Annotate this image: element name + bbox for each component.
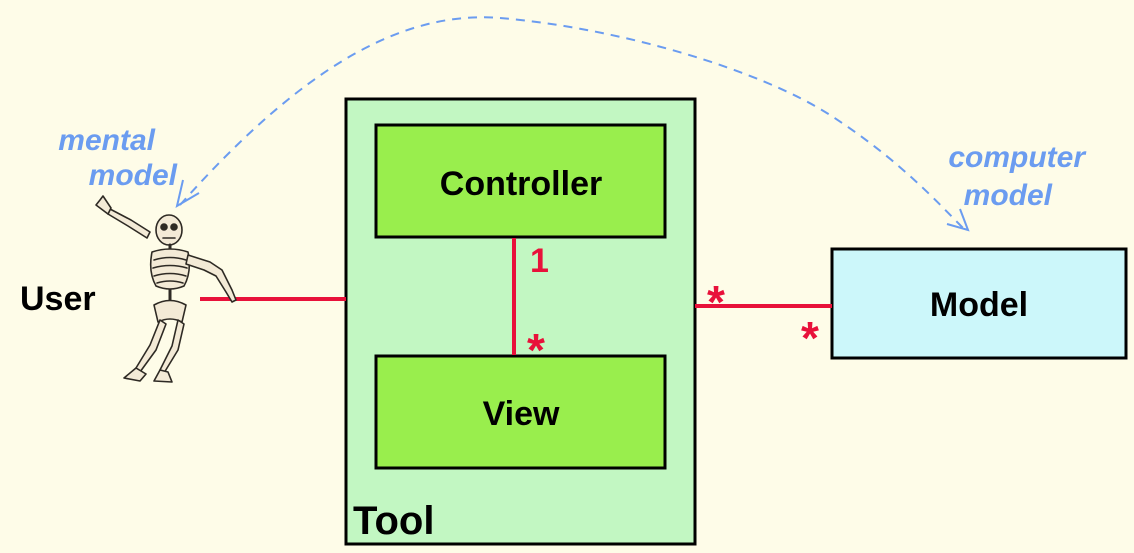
user-label: User [20, 280, 96, 318]
view-label: View [483, 395, 560, 433]
computer-model-label-line2: model [964, 179, 1053, 212]
model-label: Model [930, 286, 1028, 324]
model-box [830, 247, 1128, 360]
controller-label: Controller [440, 165, 602, 203]
tool-multiplicity: * [707, 276, 725, 328]
model-multiplicity: * [801, 312, 819, 364]
mental-model-label-line1: mental [58, 124, 155, 157]
controller-box [374, 123, 667, 239]
view-box [374, 354, 667, 470]
controller-multiplicity: 1 [530, 242, 549, 280]
tool-label: Tool [353, 499, 434, 543]
skeleton-icon [95, 195, 237, 383]
arc-arrowhead-left [175, 179, 200, 209]
computer-model-label-line1: computer [948, 141, 1087, 174]
mental-model-label-line2: model [89, 159, 178, 192]
mental-computer-arc [179, 16, 966, 231]
arc-arrowhead-right [946, 208, 970, 232]
view-multiplicity: * [527, 324, 545, 376]
